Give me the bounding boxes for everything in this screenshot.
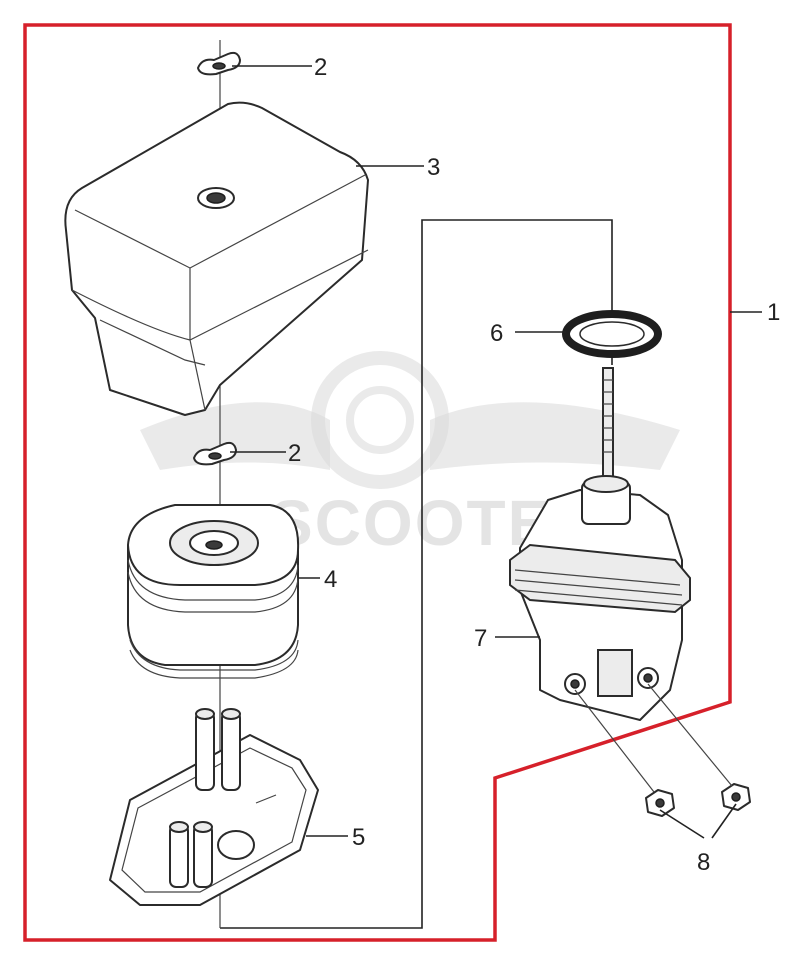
gasket-ring bbox=[562, 310, 662, 358]
callout-8: 8 bbox=[697, 849, 710, 876]
callout-5: 5 bbox=[352, 824, 365, 851]
wing-nut-middle bbox=[193, 441, 237, 466]
callout-2-middle: 2 bbox=[288, 440, 301, 467]
flange-nuts bbox=[574, 683, 751, 817]
air-cleaner-base bbox=[109, 708, 319, 906]
mounting-bracket bbox=[509, 367, 691, 721]
callout-4: 4 bbox=[324, 566, 337, 593]
callout-7: 7 bbox=[474, 625, 487, 652]
callout-6: 6 bbox=[490, 320, 503, 347]
leader-lines bbox=[230, 65, 762, 839]
air-filter-element bbox=[127, 504, 300, 679]
callout-3: 3 bbox=[427, 154, 440, 181]
wing-nut-top bbox=[197, 51, 241, 76]
callout-2-top: 2 bbox=[314, 54, 327, 81]
air-cleaner-cover bbox=[64, 101, 369, 416]
callout-1: 1 bbox=[767, 299, 780, 326]
kit-boundary-outline bbox=[23, 23, 732, 942]
